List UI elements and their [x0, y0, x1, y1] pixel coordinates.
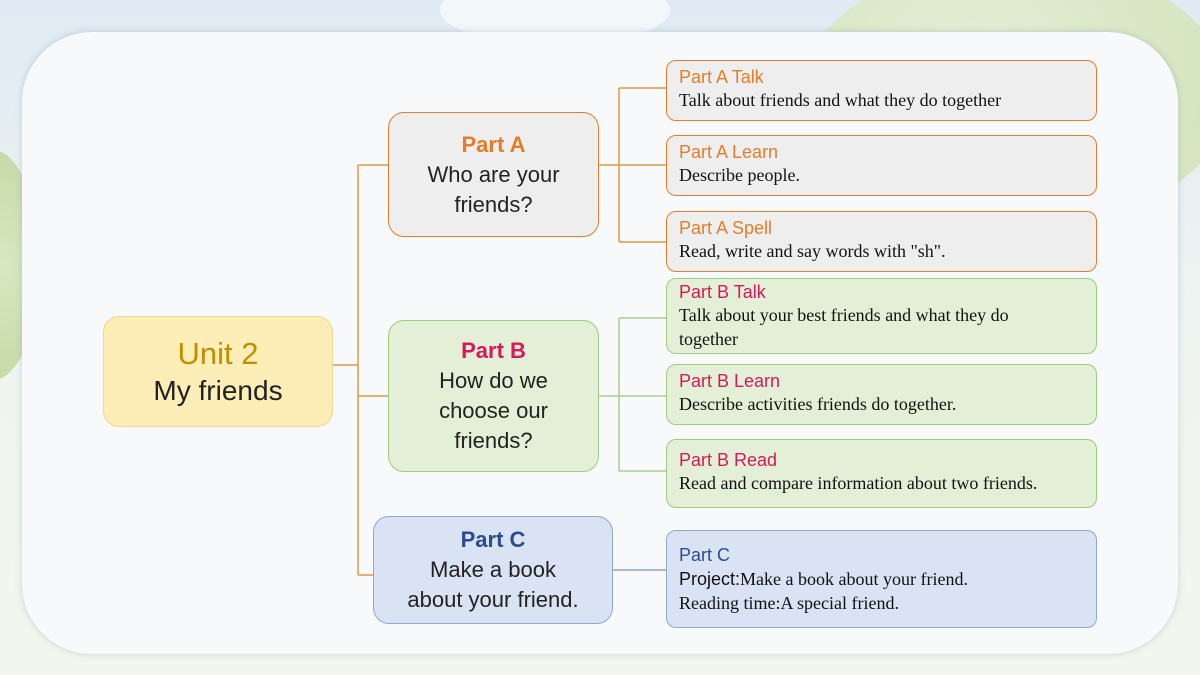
partB-read-box: Part B Read Read and compare information… [666, 439, 1097, 508]
partA-learn-desc: Describe people. [679, 165, 800, 185]
partA-question-line2: friends? [454, 191, 533, 217]
partA-talk-desc: Talk about friends and what they do toge… [679, 90, 1002, 110]
root-subtitle: My friends [153, 374, 283, 406]
partB-talk-desc-line2: together [679, 329, 738, 349]
partA-spell-title: Part A Spell [679, 218, 773, 238]
partA-spell-desc: Read, write and say words with "sh". [679, 241, 946, 261]
partB-read-desc: Read and compare information about two f… [679, 473, 1038, 493]
partB-question-line2: choose our [439, 398, 548, 423]
partB-node: Part B How do we choose our friends? [388, 320, 599, 472]
partC-line1: Make a book [430, 557, 556, 582]
partC-project-line: Project:Make a book about your friend. [679, 567, 1084, 591]
partC-project-label: Project: [679, 569, 741, 589]
partC-detail-box: Part C Project:Make a book about your fr… [666, 530, 1097, 628]
partA-learn-title: Part A Learn [679, 142, 779, 162]
partB-question-line3: friends? [454, 428, 533, 453]
partB-learn-title: Part B Learn [679, 371, 781, 391]
partA-node: Part A Who are your friends? [388, 112, 599, 237]
partC-project-text: Make a book about your friend. [740, 569, 968, 589]
partA-question-line1: Who are your [427, 161, 560, 187]
partC-node: Part C Make a book about your friend. [373, 516, 613, 624]
partA-title: Part A [461, 131, 526, 157]
partB-learn-desc: Describe activities friends do together. [679, 394, 957, 414]
partC-line2: about your friend. [407, 587, 579, 612]
partB-learn-box: Part B Learn Describe activities friends… [666, 364, 1097, 425]
partC-detail-title: Part C [679, 545, 731, 565]
root-node-unit2: Unit 2 My friends [103, 316, 333, 427]
partB-read-title: Part B Read [679, 450, 778, 470]
partC-reading-line: Reading time:A special friend. [679, 593, 899, 613]
partB-talk-box: Part B Talk Talk about your best friends… [666, 278, 1097, 354]
partA-learn-box: Part A Learn Describe people. [666, 135, 1097, 196]
partB-title: Part B [461, 338, 526, 363]
partC-title: Part C [460, 527, 526, 552]
partA-talk-title: Part A Talk [679, 67, 764, 87]
partB-talk-title: Part B Talk [679, 282, 766, 302]
partB-talk-desc-line1: Talk about your best friends and what th… [679, 305, 1009, 325]
partA-talk-box: Part A Talk Talk about friends and what … [666, 60, 1097, 121]
partB-question-line1: How do we [439, 368, 548, 393]
partA-spell-box: Part A Spell Read, write and say words w… [666, 211, 1097, 272]
root-title: Unit 2 [177, 335, 259, 371]
